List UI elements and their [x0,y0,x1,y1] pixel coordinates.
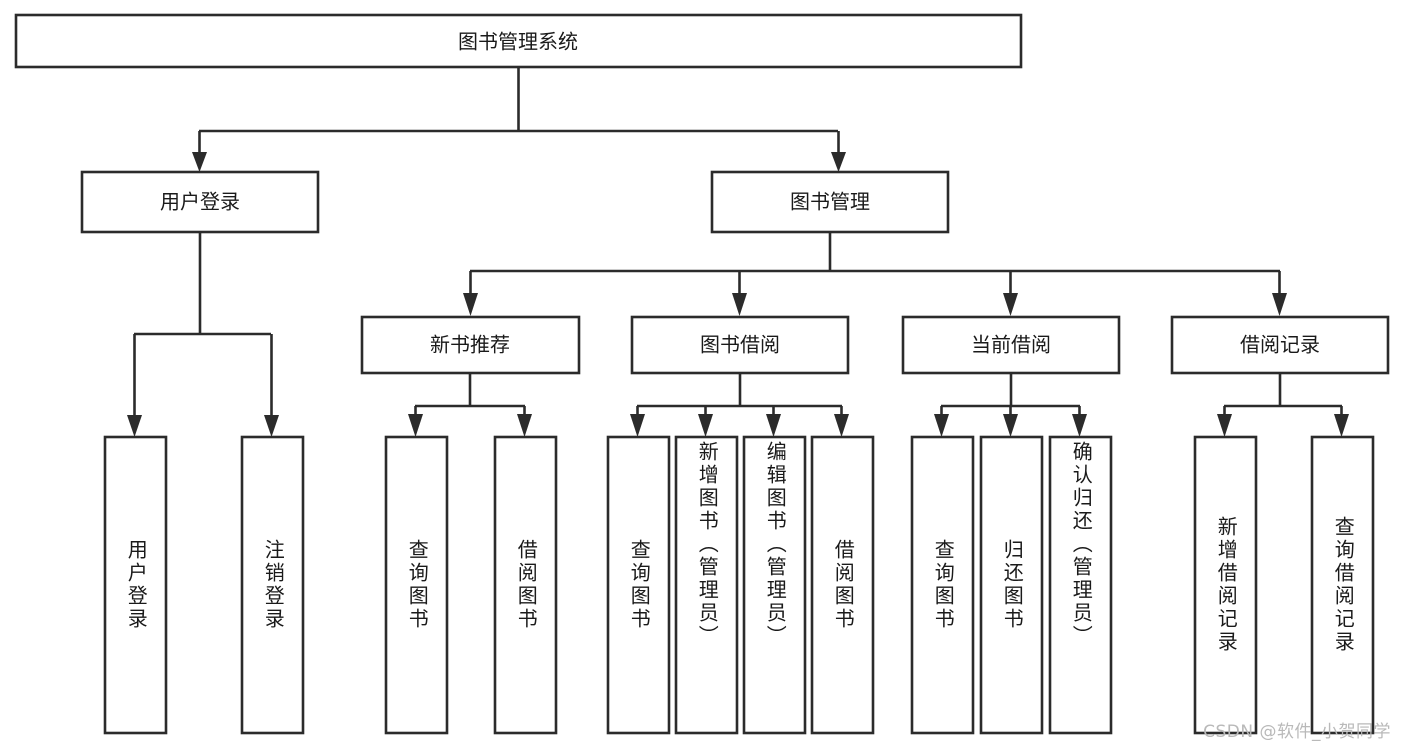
connector-current-borrow-leaves [934,373,1087,437]
node-root-box[interactable] [14,13,1023,69]
arrow-to-borrow-record [1272,293,1287,316]
connector-book-borrow-leaves [630,373,849,437]
arrow-to-user-login [192,152,207,172]
leaf-box-logout-login[interactable] [240,435,305,735]
connector-borrow-record-leaves [1217,373,1349,437]
node-current-borrow-label: 当前借阅 [971,333,1051,357]
node-book-borrow-label: 图书借阅 [700,333,780,357]
node-book-management[interactable]: 图书管理 [710,170,950,234]
node-book-borrow[interactable]: 图书借阅 [630,315,850,375]
leaf-box-borrow-book-2[interactable] [810,435,875,735]
node-user-login-label: 用户登录 [160,190,240,214]
leaf-box-return-book[interactable] [979,435,1044,735]
leaf-box-confirm-return[interactable] [1048,435,1113,735]
node-current-borrow-box[interactable] [901,315,1121,375]
connector-new-book-recommend-leaves [408,373,532,437]
csdn-watermark: CSDN @软件_小贺同学 [1203,722,1391,742]
connector-user-login-leaves [127,232,279,437]
node-borrow-record-label: 借阅记录 [1240,333,1320,357]
arrow-to-current-borrow [1003,293,1018,316]
leaf-box-query-record[interactable] [1310,435,1375,735]
connector-root-bus [192,67,846,172]
node-user-login[interactable]: 用户登录 [80,170,320,234]
arrow-to-book-management [831,152,846,172]
node-root-label: 图书管理系统 [458,30,578,54]
leaf-box-borrow-book-1[interactable] [493,435,558,735]
node-new-book-recommend[interactable]: 新书推荐 [360,315,581,375]
connector-book-management-bus [463,232,1287,316]
node-root[interactable]: 图书管理系统 [14,13,1023,69]
arrow-to-leaf-user-login [127,415,142,437]
node-new-book-recommend-box[interactable] [360,315,581,375]
arrow-to-leaf-logout-login [264,415,279,437]
node-book-management-label: 图书管理 [790,190,870,214]
node-current-borrow[interactable]: 当前借阅 [901,315,1121,375]
leaf-box-add-book[interactable] [674,435,739,735]
arrow-to-new-book-recommend [463,293,478,316]
leaf-box-add-record[interactable] [1193,435,1258,735]
leaf-box-edit-book[interactable] [742,435,807,735]
node-new-book-recommend-label: 新书推荐 [430,333,510,357]
node-user-login-box[interactable] [80,170,320,234]
node-borrow-record[interactable]: 借阅记录 [1170,315,1390,375]
leaf-box-user-login[interactable] [103,435,168,735]
leaf-box-query-book-3[interactable] [910,435,975,735]
arrow-to-book-borrow [732,293,747,316]
leaf-box-query-book-1[interactable] [384,435,449,735]
leaf-box-query-book-2[interactable] [606,435,671,735]
